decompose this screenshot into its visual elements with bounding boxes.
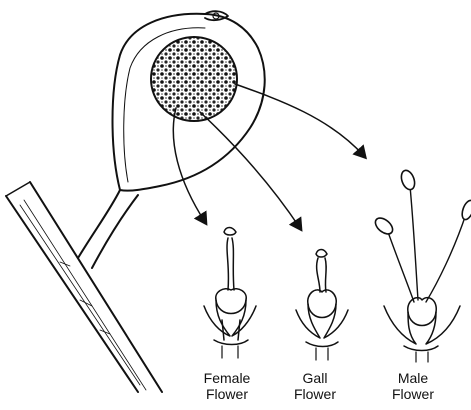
label-female-flower: Female Flower	[192, 370, 262, 402]
label-gall-flower: Gall Flower	[280, 370, 350, 402]
label-gall-line1: Gall	[280, 370, 350, 386]
label-female-line1: Female	[192, 370, 262, 386]
fig-stalk	[78, 190, 138, 268]
label-female-line2: Flower	[192, 386, 262, 402]
branch	[6, 182, 162, 392]
fig-syconium	[113, 11, 265, 190]
arrow-to-female	[173, 108, 205, 222]
male-flower	[372, 169, 471, 362]
label-gall-line2: Flower	[280, 386, 350, 402]
label-male-flower: Male Flower	[378, 370, 448, 402]
label-male-line1: Male	[378, 370, 448, 386]
label-male-line2: Flower	[378, 386, 448, 402]
gall-flower	[296, 250, 348, 361]
female-flower	[204, 228, 256, 359]
